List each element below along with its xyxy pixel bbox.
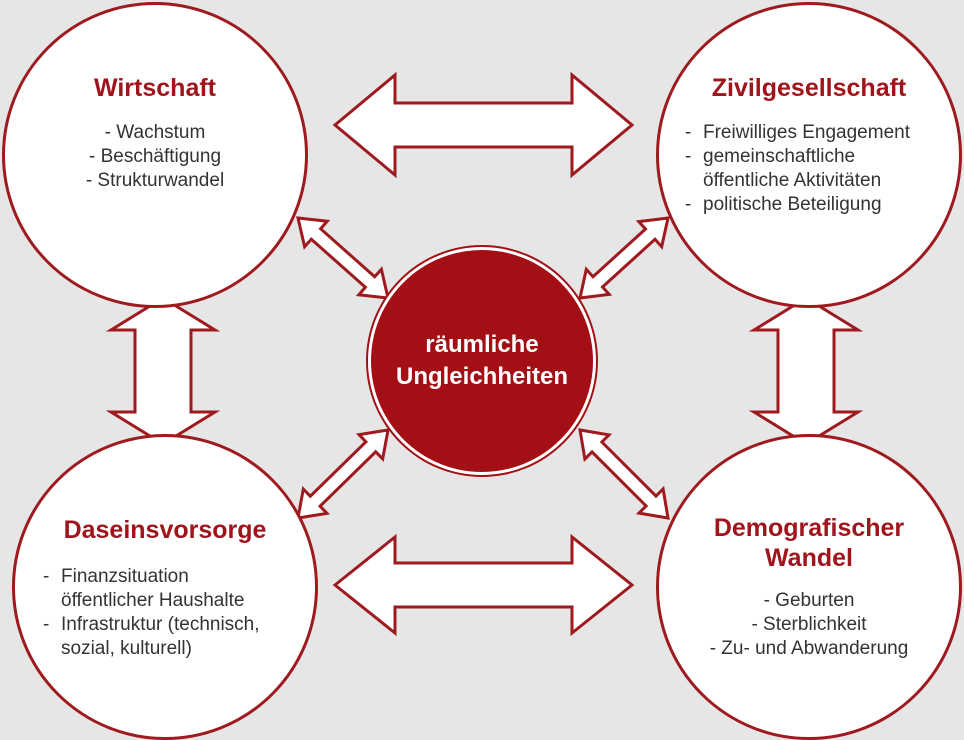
list-item: - Beschäftigung: [88, 146, 222, 167]
node-title: Daseinsvorsorge: [63, 516, 267, 544]
node-title: Zivilgesellschaft: [711, 74, 907, 102]
list-item: -gemeinschaftliche: [685, 146, 856, 167]
node-items: -Finanzsituation öffentlicher Haushalte …: [43, 565, 260, 661]
list-item: öffentlicher Haushalte: [61, 590, 245, 611]
list-item: -Finanzsituation: [43, 566, 189, 587]
arrow-diagonal-bottom-right: [578, 428, 670, 520]
node-wirtschaft: Wirtschaft - Wachstum - Beschäftigung - …: [2, 2, 308, 308]
arrow-diagonal-top-right: [578, 216, 670, 300]
list-item: - Wachstum: [104, 122, 206, 143]
list-item: - Geburten: [763, 590, 855, 611]
node-demografischer-wandel: Demografischer Wandel - Geburten - Sterb…: [656, 434, 962, 740]
arrow-top-horizontal: [332, 71, 635, 179]
arrow-left-vertical: [105, 296, 221, 446]
list-item: sozial, kulturell): [61, 638, 192, 659]
list-item: - Strukturwandel: [85, 170, 225, 191]
arrow-diagonal-top-left: [296, 216, 390, 300]
center-label-line2: Ungleichheiten: [395, 363, 569, 390]
arrow-bottom-horizontal: [332, 533, 635, 637]
list-item: - Zu- und Abwanderung: [709, 638, 909, 659]
center-node: räumliche Ungleichheiten: [368, 247, 596, 475]
arrow-diagonal-bottom-left: [296, 428, 390, 520]
node-items: -Freiwilliges Engagement -gemeinschaftli…: [685, 121, 910, 217]
node-title: Wirtschaft: [93, 74, 216, 102]
list-item: - Sterblichkeit: [751, 614, 867, 635]
node-items: - Wachstum - Beschäftigung - Strukturwan…: [5, 121, 305, 193]
node-items: - Geburten - Sterblichkeit - Zu- und Abw…: [659, 589, 959, 661]
center-label-line1: räumliche: [425, 331, 539, 358]
arrow-right-vertical: [748, 296, 864, 446]
node-zivilgesellschaft: Zivilgesellschaft -Freiwilliges Engageme…: [656, 2, 962, 308]
list-item: -Freiwilliges Engagement: [685, 122, 910, 143]
list-item: -Infrastruktur (technisch,: [43, 614, 260, 635]
node-daseinsvorsorge: Daseinsvorsorge -Finanzsituation öffentl…: [12, 434, 318, 740]
node-title: Demografischer Wandel: [713, 514, 905, 572]
list-item: -politische Beteiligung: [685, 194, 882, 215]
list-item: öffentliche Aktivitäten: [703, 170, 882, 191]
